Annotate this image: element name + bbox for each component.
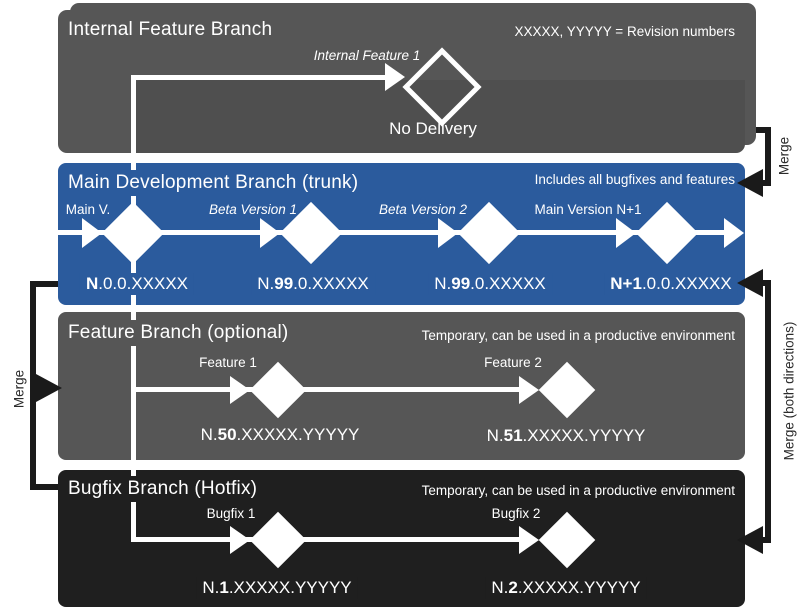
trunk-version-1: N.0.0.XXXXX xyxy=(79,273,195,295)
merge-arrow-into-trunk-bottom-icon xyxy=(737,269,763,297)
trunk-version-4: N+1.0.0.XXXXX xyxy=(604,273,738,295)
trunk-milestone-2-label: Beta Version 1 xyxy=(208,202,298,217)
trunk-arrowhead-1-icon xyxy=(82,218,102,248)
bugfix-milestone-2-label: Bugfix 2 xyxy=(491,506,541,521)
internal-branch-inner-panel xyxy=(136,80,745,153)
trunk-milestone-1-label: Main V. xyxy=(65,202,111,217)
trunk-line xyxy=(58,230,726,235)
merge-arrow-into-trunk-top-icon xyxy=(737,169,763,197)
trunk-exit-arrowhead-icon xyxy=(724,218,744,248)
feature-branch-subtitle: Temporary, can be used in a productive e… xyxy=(421,328,735,343)
feature-branch-line xyxy=(131,387,521,392)
main-branch-subtitle: Includes all bugfixes and features xyxy=(534,172,735,187)
merge-line-botright-h2 xyxy=(757,537,771,543)
merge-line-topright-vertical xyxy=(765,127,771,186)
merge-label-top-right: Merge xyxy=(776,136,792,176)
internal-branch-line xyxy=(131,75,390,80)
feature-version-2: N.51.XXXXX.YYYYY xyxy=(480,425,652,447)
bugfix-version-1: N.1.XXXXX.YYYYY xyxy=(196,577,358,599)
merge-line-left-top xyxy=(30,281,58,287)
merge-line-botright-h1 xyxy=(757,280,771,286)
bugfix-version-2: N.2.XXXXX.YYYYY xyxy=(485,577,647,599)
merge-line-left-vertical xyxy=(30,281,36,490)
bugfix-branch-line xyxy=(131,537,521,542)
branch-vertical-line xyxy=(131,75,136,542)
merge-line-topright-h1 xyxy=(746,127,771,133)
feature-arrowhead-2-icon xyxy=(519,376,539,404)
trunk-version-3: N.99.0.XXXXX xyxy=(428,273,552,295)
feature-version-1: N.50.XXXXX.YYYYY xyxy=(194,424,366,446)
trunk-milestone-3-label: Beta Version 2 xyxy=(378,202,468,217)
main-branch-title: Main Development Branch (trunk) xyxy=(68,170,365,196)
feature-milestone-2-label: Feature 2 xyxy=(484,355,542,370)
bugfix-branch-title: Bugfix Branch (Hotfix) xyxy=(68,476,264,502)
trunk-arrowhead-2-icon xyxy=(260,218,280,248)
merge-both-directions-label: Merge (both directions) xyxy=(781,321,797,461)
trunk-version-2: N.99.0.XXXXX xyxy=(251,273,375,295)
bugfix-branch-subtitle: Temporary, can be used in a productive e… xyxy=(421,483,735,498)
merge-line-botright-vertical xyxy=(765,280,771,543)
trunk-milestone-4-label: Main Version N+1 xyxy=(534,202,642,217)
bugfix-arrowhead-2-icon xyxy=(519,526,539,554)
bugfix-arrowhead-1-icon xyxy=(230,526,250,554)
feature-branch-title: Feature Branch (optional) xyxy=(68,320,295,346)
bugfix-milestone-1-label: Bugfix 1 xyxy=(206,506,256,521)
merge-label-left: Merge xyxy=(11,369,27,409)
feature-milestone-1-label: Feature 1 xyxy=(199,355,257,370)
merge-line-topright-h2 xyxy=(757,180,771,186)
internal-branch-title: Internal Feature Branch xyxy=(68,17,279,43)
internal-arrowhead-icon xyxy=(385,63,405,91)
merge-arrow-into-bugfix-icon xyxy=(737,526,763,554)
trunk-arrowhead-3-icon xyxy=(438,218,458,248)
no-delivery-label: No Delivery xyxy=(389,119,477,138)
revision-legend: XXXXX, YYYYY = Revision numbers xyxy=(514,24,736,39)
merge-arrow-into-feature-icon xyxy=(36,374,62,402)
internal-milestone-label: Internal Feature 1 xyxy=(313,48,421,63)
feature-arrowhead-1-icon xyxy=(230,376,250,404)
merge-line-left-bottom xyxy=(30,484,58,490)
trunk-arrowhead-4-icon xyxy=(616,218,636,248)
